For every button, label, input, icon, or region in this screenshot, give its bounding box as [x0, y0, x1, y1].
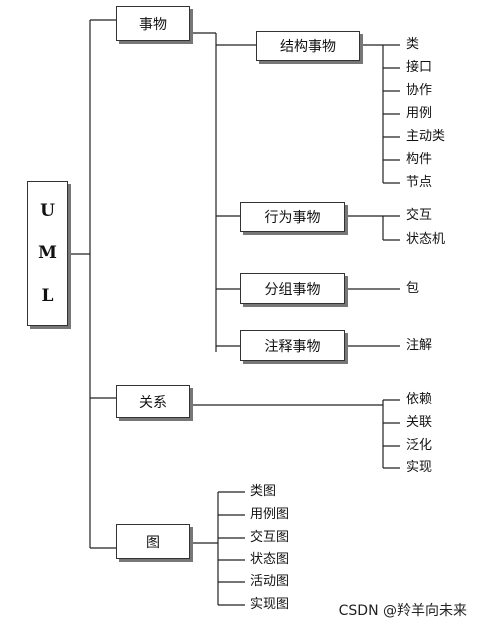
uml-letter-m: M: [38, 243, 57, 264]
leaf-state-diagram: 状态图: [250, 552, 290, 567]
leaf-implementation-diagram: 实现图: [250, 597, 290, 612]
leaf-association: 关联: [406, 415, 433, 430]
annotational-things-box: 注释事物: [240, 330, 345, 361]
leaf-dependency: 依赖: [406, 392, 433, 407]
structural-things-box: 结构事物: [256, 31, 360, 61]
leaf-class: 类: [406, 37, 420, 52]
uml-letter-u: U: [40, 201, 55, 222]
leaf-use-case: 用例: [406, 106, 433, 121]
leaf-state-machine: 状态机: [406, 232, 446, 247]
leaf-realization: 实现: [406, 460, 433, 475]
behavioral-things-box: 行为事物: [240, 202, 345, 232]
uml-root-box: U M L: [27, 181, 68, 326]
leaf-interface: 接口: [406, 60, 433, 75]
leaf-collaboration: 协作: [406, 83, 433, 98]
leaf-generalization: 泛化: [406, 438, 433, 453]
uml-letter-l: L: [41, 285, 54, 306]
category-diagrams-box: 图: [116, 524, 190, 559]
category-relationships-box: 关系: [116, 385, 190, 418]
csdn-watermark: CSDN @羚羊向未来: [338, 603, 467, 619]
grouping-things-box: 分组事物: [240, 273, 345, 304]
leaf-active-class: 主动类: [406, 129, 446, 144]
leaf-interaction: 交互: [406, 208, 433, 223]
category-things-box: 事物: [116, 6, 190, 41]
leaf-node: 节点: [406, 175, 433, 190]
leaf-package: 包: [406, 281, 420, 296]
leaf-class-diagram: 类图: [250, 484, 277, 499]
leaf-use-case-diagram: 用例图: [250, 507, 290, 522]
leaf-note: 注解: [406, 338, 433, 353]
leaf-activity-diagram: 活动图: [250, 574, 290, 589]
leaf-interaction-diagram: 交互图: [250, 530, 290, 545]
leaf-component: 构件: [406, 152, 433, 167]
